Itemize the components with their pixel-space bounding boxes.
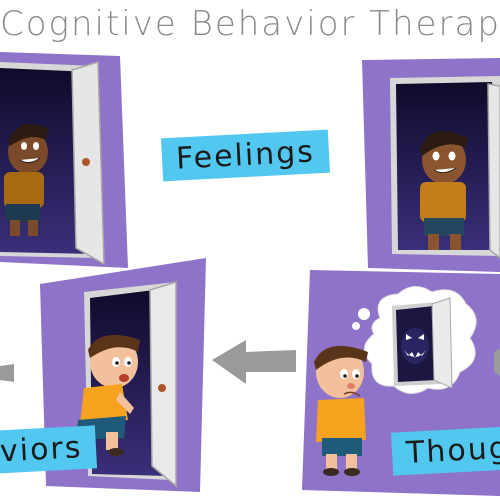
thoughts-label: Though <box>390 423 500 476</box>
monster-icon <box>401 328 429 364</box>
page-title: Cognitive Behavior Therapy <box>0 4 500 44</box>
boy-figure <box>76 334 140 462</box>
boy-figure <box>314 345 368 476</box>
left-arrow-icon <box>212 340 296 384</box>
thought-bubble-icon <box>352 286 477 394</box>
boy-figure <box>4 124 48 236</box>
feelings-label: Feelings <box>160 129 330 182</box>
panel-top-right <box>362 58 500 272</box>
left-arrow-icon <box>494 348 500 376</box>
doorknob-icon <box>158 384 166 392</box>
panel-top-left <box>0 52 128 268</box>
left-arrow-icon <box>0 364 14 382</box>
doorknob-icon <box>82 158 90 166</box>
behaviors-label: viors <box>0 425 98 474</box>
boy-figure <box>420 131 468 250</box>
